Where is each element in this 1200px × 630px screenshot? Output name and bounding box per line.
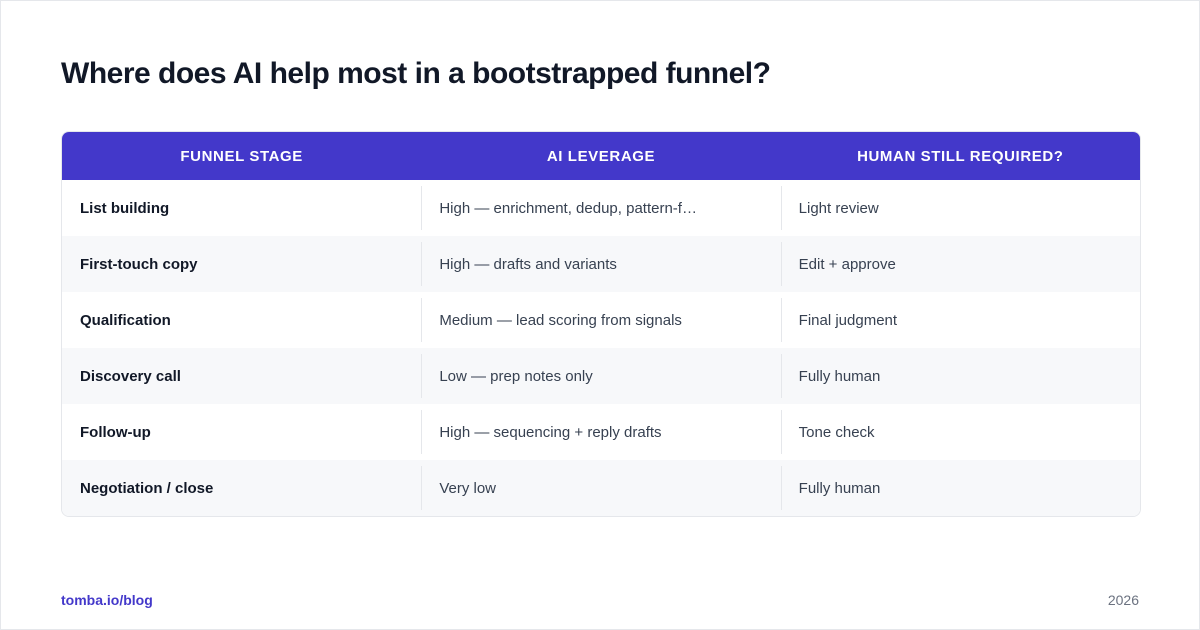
header-ai-leverage: AI LEVERAGE — [546, 147, 656, 165]
stage-cell: Qualification — [80, 311, 171, 329]
table-header: FUNNEL STAGE AI LEVERAGE HUMAN STILL REQ… — [62, 132, 1140, 180]
table-row: Negotiation / close Very low Fully human — [62, 460, 1140, 516]
human-cell: Fully human — [780, 348, 1140, 404]
leverage-cell: Low — prep notes only — [421, 348, 780, 404]
stage-cell: Discovery call — [80, 367, 181, 385]
year-label: 2026 — [1107, 592, 1139, 608]
stage-cell: Follow-up — [80, 423, 151, 441]
stage-cell: First-touch copy — [80, 255, 198, 273]
leverage-cell: High — enrichment, dedup, pattern-f… — [421, 180, 780, 236]
table-row: Qualification Medium — lead scoring from… — [62, 292, 1140, 348]
funnel-table: FUNNEL STAGE AI LEVERAGE HUMAN STILL REQ… — [61, 131, 1141, 517]
header-human-required: HUMAN STILL REQUIRED? — [857, 147, 1064, 165]
leverage-cell: Medium — lead scoring from signals — [421, 292, 780, 348]
header-funnel-stage: FUNNEL STAGE — [180, 147, 303, 165]
human-cell: Tone check — [780, 404, 1140, 460]
page-title: Where does AI help most in a bootstrappe… — [61, 57, 771, 90]
table-row: List building High — enrichment, dedup, … — [62, 180, 1140, 236]
leverage-cell: Very low — [421, 460, 780, 516]
human-cell: Final judgment — [780, 292, 1140, 348]
human-cell: Edit + approve — [780, 236, 1140, 292]
table-row: Discovery call Low — prep notes only Ful… — [62, 348, 1140, 404]
stage-cell: Negotiation / close — [80, 479, 214, 497]
table-row: First-touch copy High — drafts and varia… — [62, 236, 1140, 292]
human-cell: Light review — [780, 180, 1140, 236]
human-cell: Fully human — [780, 460, 1140, 516]
leverage-cell: High — sequencing + reply drafts — [421, 404, 780, 460]
source-link[interactable]: tomba.io/blog — [61, 592, 153, 608]
table-body: List building High — enrichment, dedup, … — [62, 180, 1140, 516]
leverage-cell: High — drafts and variants — [421, 236, 780, 292]
table-row: Follow-up High — sequencing + reply draf… — [62, 404, 1140, 460]
stage-cell: List building — [80, 199, 170, 217]
